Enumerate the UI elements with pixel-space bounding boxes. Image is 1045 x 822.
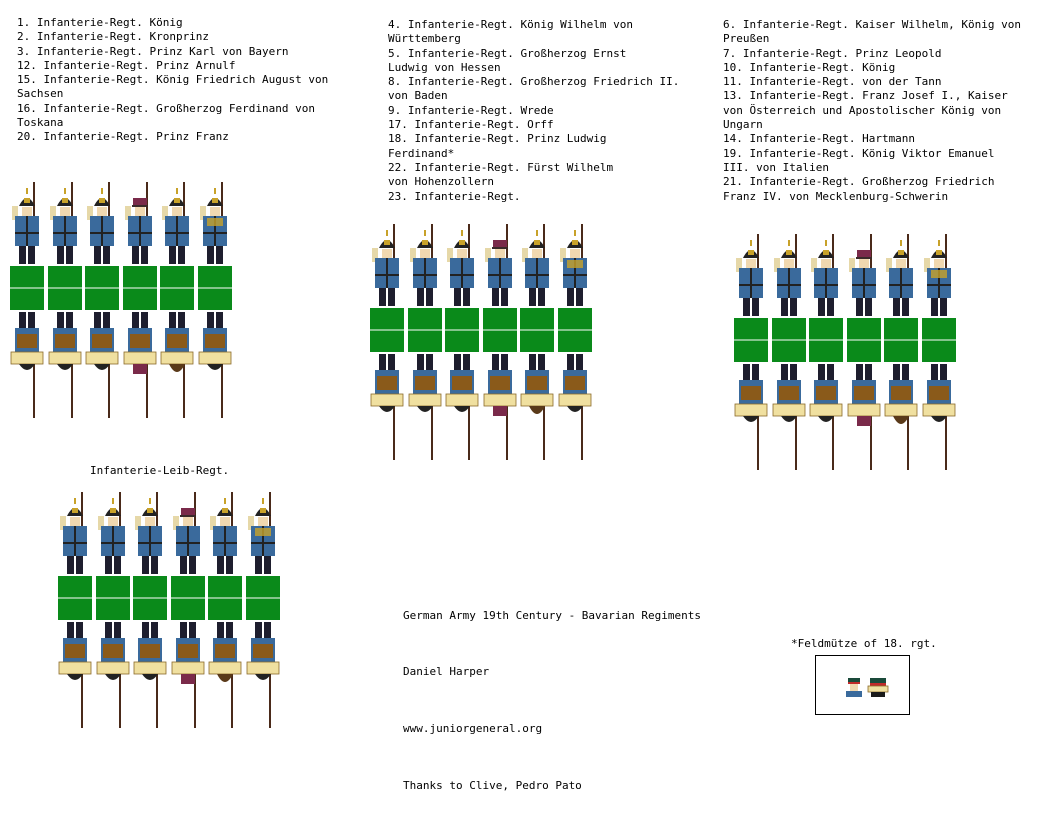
regiment-line: 8. Infanterie-Regt. Großherzog Friedrich… — [388, 75, 680, 89]
regiment-line: 2. Infanterie-Regt. Kronprinz — [17, 30, 210, 44]
feldmuetze-note: *Feldmütze of 18. rgt. — [791, 637, 937, 650]
soldier-figure — [443, 222, 481, 462]
soldier-figure — [56, 490, 94, 730]
regiment-line: 13. Infanterie-Regt. Franz Josef I., Kai… — [723, 89, 1008, 103]
soldier-figure — [481, 222, 519, 462]
regiment-line: 22. Infanterie-Regt. Fürst Wilhelm — [388, 160, 614, 174]
soldier-figure — [169, 490, 207, 730]
soldier-figure — [131, 490, 169, 730]
regiment-line: 21. Infanterie-Regt. Großherzog Friedric… — [723, 175, 995, 189]
soldier-figure — [920, 232, 958, 472]
soldier-figure — [556, 222, 594, 462]
soldier-figure — [244, 490, 282, 730]
feldmuetze-sample — [815, 655, 910, 715]
soldier-figure — [845, 232, 883, 472]
regiment-line: von Hohenzollern — [388, 175, 494, 189]
regiment-line: Württemberg — [388, 32, 461, 46]
regiment-line: 16. Infanterie-Regt. Großherzog Ferdinan… — [17, 101, 316, 115]
regiment-line: 18. Infanterie-Regt. Prinz Ludwig — [388, 132, 607, 146]
soldier-figure — [732, 232, 770, 472]
regiment-line: Ungarn — [723, 118, 763, 132]
regiment-line: 1. Infanterie-Regt. König — [17, 16, 183, 29]
regiment-line: 17. Infanterie-Regt. Orff — [388, 118, 554, 132]
soldier-figure — [406, 222, 444, 462]
soldier-figure — [518, 222, 556, 462]
regiment-line: 15. Infanterie-Regt. König Friedrich Aug… — [17, 73, 329, 87]
regiment-line: Sachsen — [17, 87, 64, 101]
regiment-line: Franz IV. von Mecklenburg-Schwerin — [723, 189, 949, 203]
regiment-line: 14. Infanterie-Regt. Hartmann — [723, 132, 916, 146]
soldier-figure — [8, 180, 46, 420]
regiment-line: 6. Infanterie-Regt. Kaiser Wilhelm, Köni… — [723, 18, 1022, 31]
soldier-figure — [770, 232, 808, 472]
soldier-figure — [807, 232, 845, 472]
regiment-line: Ludwig von Hessen — [388, 60, 501, 74]
regiment-line: Preußen — [723, 32, 770, 46]
regiment-line: 5. Infanterie-Regt. Großherzog Ernst — [388, 46, 627, 60]
soldier-figure — [46, 180, 84, 420]
soldier-figure — [196, 180, 234, 420]
regiment-line: 4. Infanterie-Regt. König Wilhelm von — [388, 18, 634, 31]
feldmuetze-figures — [846, 678, 889, 697]
soldier-figure — [158, 180, 196, 420]
soldier-figure — [83, 180, 121, 420]
regiment-line: 12. Infanterie-Regt. Prinz Arnulf — [17, 58, 236, 72]
author-name: Daniel Harper — [403, 665, 490, 679]
regiment-line: von Österreich und Apostolischer König v… — [723, 103, 1002, 117]
regiment-line: 10. Infanterie-Regt. König — [723, 60, 896, 74]
regiment-line: 20. Infanterie-Regt. Prinz Franz — [17, 130, 229, 144]
soldier-feldmuetze-back — [867, 678, 889, 697]
soldier-figure — [206, 490, 244, 730]
regiment-list-3: 6. Infanterie-Regt. Kaiser Wilhelm, Köni… — [723, 18, 1045, 204]
regiment-line: 11. Infanterie-Regt. von der Tann — [723, 75, 942, 89]
leib-regiment-label: Infanterie-Leib-Regt. — [90, 464, 230, 477]
sheet-title: German Army 19th Century - Bavarian Regi… — [403, 608, 702, 622]
soldier-figure — [368, 222, 406, 462]
thanks-note: Thanks to Clive, Pedro Pato — [403, 779, 582, 793]
regiment-line: 23. Infanterie-Regt. — [388, 189, 521, 203]
soldier-figure — [94, 490, 132, 730]
regiment-line: 7. Infanterie-Regt. Prinz Leopold — [723, 46, 942, 60]
soldier-figure — [121, 180, 159, 420]
regiment-line: 19. Infanterie-Regt. König Viktor Emanue… — [723, 146, 995, 160]
regiment-line: 3. Infanterie-Regt. Prinz Karl von Bayer… — [17, 44, 289, 58]
website: www.juniorgeneral.org — [403, 722, 543, 736]
regiment-line: Ferdinand* — [388, 146, 455, 160]
regiment-line: von Baden — [388, 89, 448, 103]
soldier-feldmuetze-front — [846, 678, 862, 697]
regiment-line: III. von Italien — [723, 160, 829, 174]
soldier-figure — [882, 232, 920, 472]
regiment-line: 9. Infanterie-Regt. Wrede — [388, 103, 554, 117]
regiment-line: Toskana — [17, 116, 64, 130]
credits: German Army 19th Century - Bavarian Regi… — [403, 580, 701, 822]
